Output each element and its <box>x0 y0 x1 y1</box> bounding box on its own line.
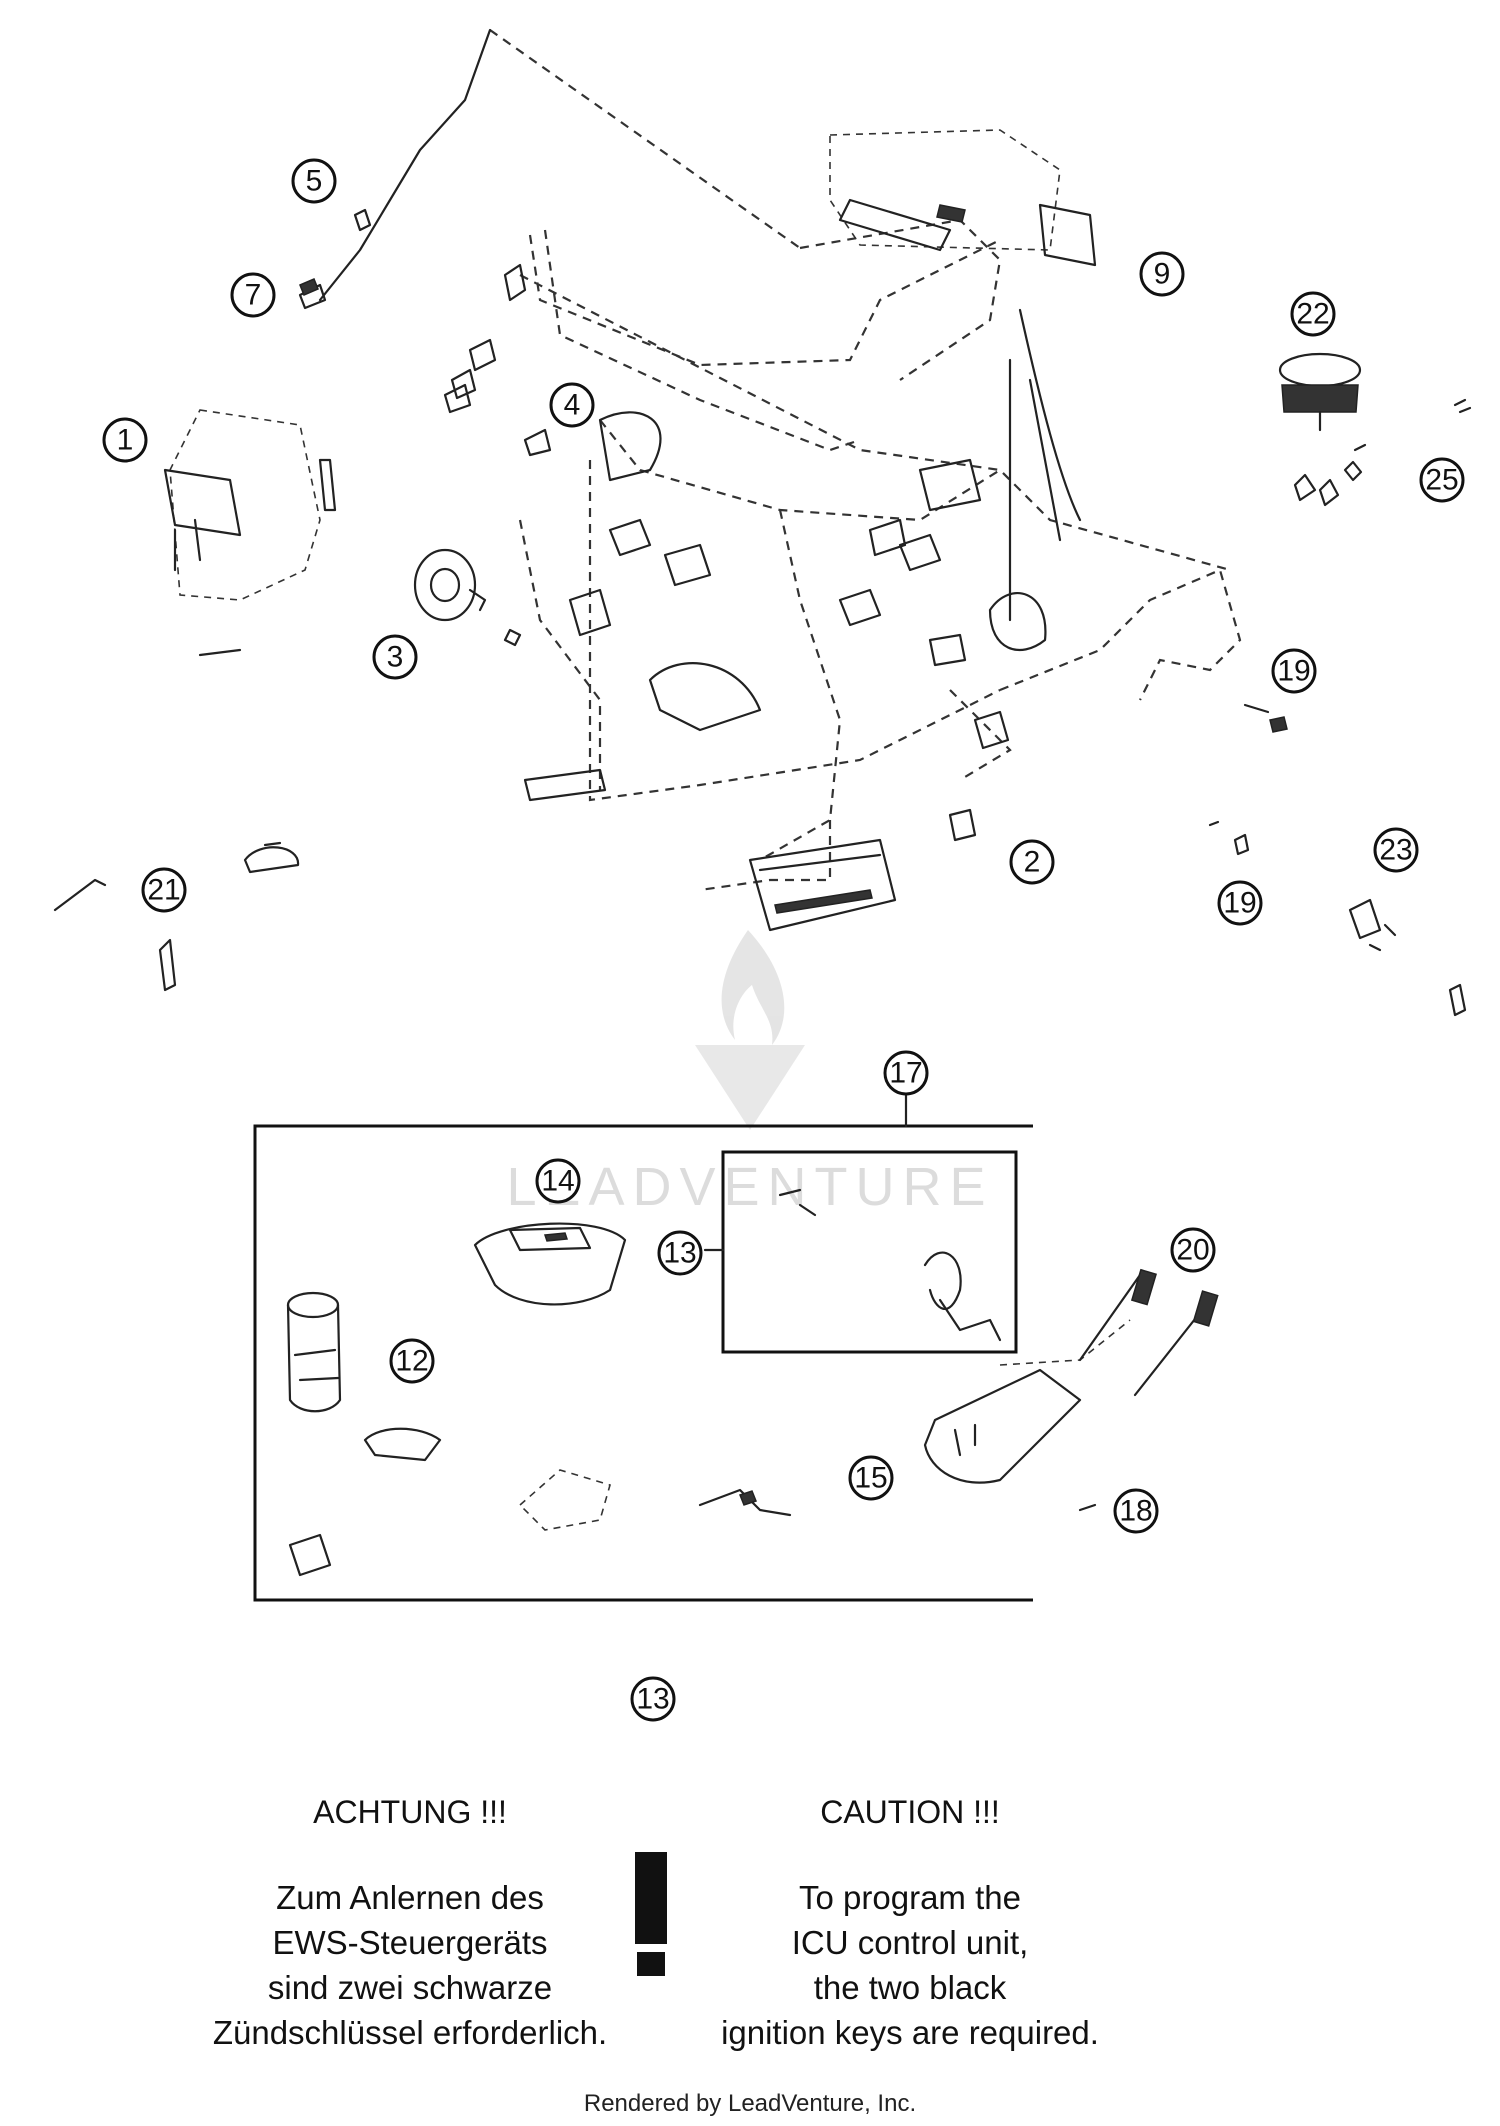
callout-18-label: 18 <box>1119 1495 1152 1528</box>
relay-components <box>568 411 1047 750</box>
callout-23: 23 <box>1373 827 1419 873</box>
callout-22: 22 <box>1290 291 1336 337</box>
callout-7: 7 <box>230 272 276 318</box>
german-note-line: sind zwei schwarze <box>267 1969 553 2006</box>
callout-4-label: 4 <box>564 389 581 422</box>
key-housing-14 <box>473 1222 627 1306</box>
callout-17: 17 <box>883 1050 929 1096</box>
footer-credit: Rendered by LeadVenture, Inc. <box>583 2090 917 2117</box>
exclamation-warning-icon <box>635 1852 667 1977</box>
callouts: 1 2 3 4 5 7 9 12 13 13 14 15 17 18 19 19… <box>102 158 1465 1722</box>
german-note-line: Zündschlüssel erforderlich. <box>212 2014 608 2051</box>
kit-frame <box>253 1124 1033 1602</box>
callout-3-label: 3 <box>387 641 404 674</box>
callout-21: 21 <box>141 867 187 913</box>
english-note-line: the two black <box>813 1969 1007 2006</box>
callout-5: 5 <box>291 158 337 204</box>
ignition-kit-group-17 <box>253 1091 1219 1602</box>
callout-20-label: 20 <box>1176 1234 1209 1267</box>
watermark: LEADVENTURE <box>506 930 993 1217</box>
callout-14: 14 <box>535 1158 581 1204</box>
english-note-line: To program the <box>799 1879 1021 1916</box>
connector-box-part-2 <box>523 768 977 932</box>
watermark-flame-icon <box>721 930 785 1045</box>
screws-part-25 <box>1293 398 1472 507</box>
callout-5-label: 5 <box>306 165 323 198</box>
english-caution-title: CAUTION !!! <box>820 1794 1000 1830</box>
callout-1: 1 <box>102 417 148 463</box>
callout-19-upper: 19 <box>1271 648 1317 694</box>
callout-14-label: 14 <box>541 1165 574 1198</box>
callout-15-label: 15 <box>854 1462 887 1495</box>
english-note-line: ignition keys are required. <box>721 2014 1099 2051</box>
english-note-line: ICU control unit, <box>791 1924 1029 1961</box>
callout-4: 4 <box>549 382 595 428</box>
callout-19-lower-label: 19 <box>1223 887 1256 920</box>
callout-22-label: 22 <box>1296 298 1329 331</box>
callout-19-lower: 19 <box>1217 880 1263 926</box>
nut-part-19 <box>1208 703 1288 856</box>
callout-2: 2 <box>1009 839 1055 885</box>
callout-13-inner: 13 <box>657 1230 703 1276</box>
callout-3: 3 <box>372 634 418 680</box>
bracket-part-23 <box>1348 898 1467 1017</box>
callout-9-label: 9 <box>1154 258 1171 291</box>
callout-19-upper-label: 19 <box>1277 655 1310 688</box>
callout-18: 18 <box>1113 1488 1159 1534</box>
callout-12: 12 <box>389 1338 435 1384</box>
key-sub-box <box>721 1150 1018 1354</box>
watermark-text: LEADVENTURE <box>506 1157 993 1217</box>
callout-25-label: 25 <box>1425 464 1458 497</box>
bolt-assembly-5-7 <box>298 208 527 414</box>
callout-12-label: 12 <box>395 1345 428 1378</box>
callout-15: 15 <box>848 1455 894 1501</box>
key-fob-15 <box>923 1368 1082 1484</box>
callout-13-inner-label: 13 <box>663 1237 696 1270</box>
callout-20: 20 <box>1170 1227 1216 1273</box>
control-unit-9 <box>829 129 1097 267</box>
german-note-line: Zum Anlernen des <box>276 1879 544 1916</box>
bracket-part-1 <box>163 409 337 657</box>
watermark-v-icon <box>695 1045 805 1130</box>
german-caution-title: ACHTUNG !!! <box>313 1794 507 1830</box>
callout-1-label: 1 <box>117 424 134 457</box>
callout-23-label: 23 <box>1379 834 1412 867</box>
screw-part-21 <box>53 841 300 992</box>
english-caution-note: CAUTION !!! To program the ICU control u… <box>650 1790 1170 2055</box>
callout-7-label: 7 <box>245 279 262 312</box>
callout-25: 25 <box>1419 457 1465 503</box>
callout-17-label: 17 <box>889 1057 922 1090</box>
callout-21-label: 21 <box>147 874 180 907</box>
callout-2-label: 2 <box>1024 846 1041 879</box>
callout-13-bottom: 13 <box>630 1676 676 1722</box>
clip-part-4 <box>523 428 552 457</box>
switch-part-22 <box>1278 352 1362 432</box>
german-note-line: EWS-Steuergeräts <box>272 1924 548 1961</box>
callout-9: 9 <box>1139 251 1185 297</box>
callout-13-bottom-label: 13 <box>636 1683 669 1716</box>
main-wiring-harness <box>318 28 1242 892</box>
horn-part-3 <box>413 548 522 647</box>
german-caution-note: ACHTUNG !!! Zum Anlernen des EWS-Steuerg… <box>160 1790 660 2055</box>
